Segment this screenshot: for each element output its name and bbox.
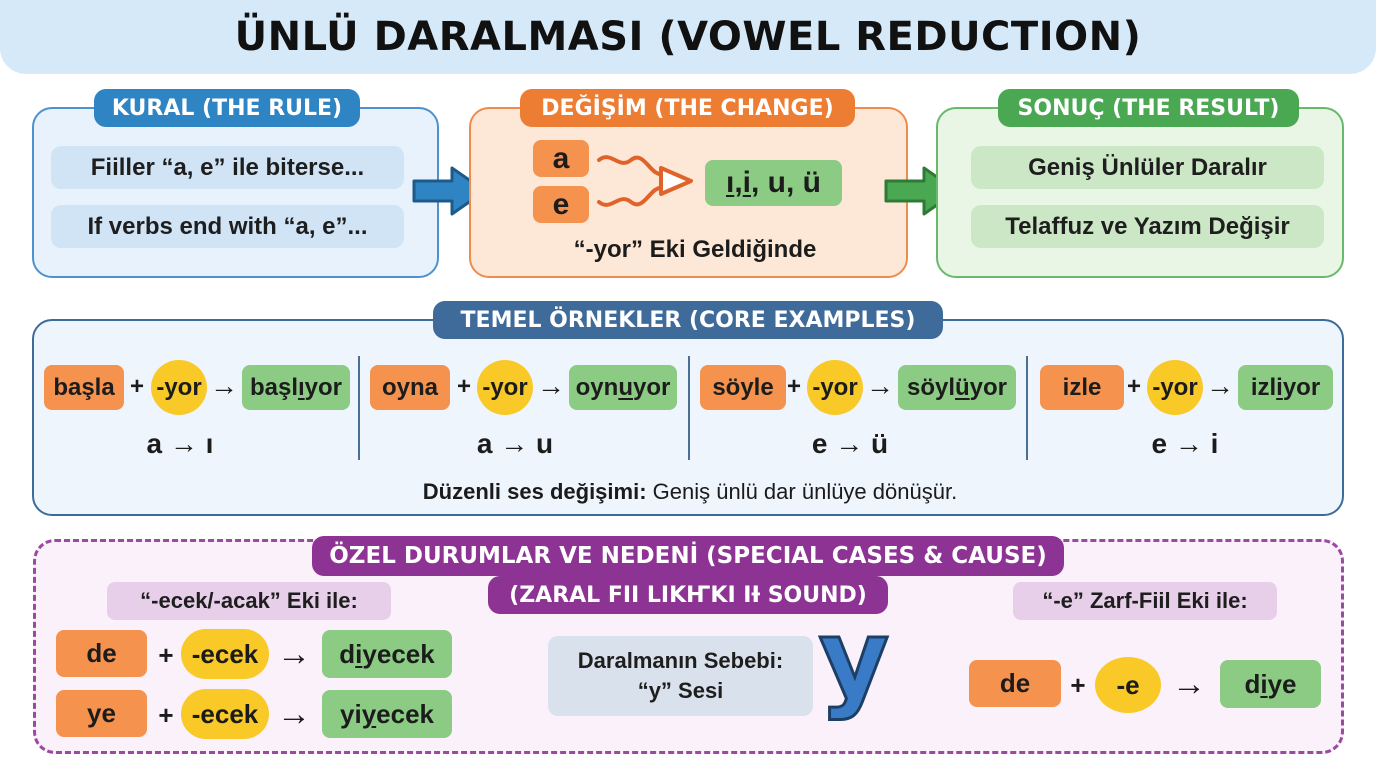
changed-vowel: ı [298,373,305,401]
word-part: yi [340,698,362,729]
word-part: yor [969,373,1008,401]
suffix-pill: -yor [807,360,863,415]
core-note: Düzenli ses değişimi: Geniş ünlü dar ünl… [280,476,1100,508]
verb-box: ye [56,690,147,737]
word-part: d [1244,668,1261,699]
divider-3 [1026,356,1028,460]
zarf-fiil-label: “-e” Zarf-Fiil Eki ile: [1013,582,1277,620]
arrow-icon: → [1172,664,1206,703]
word-part: izl [1250,373,1277,401]
rule-heading: KURAL (THE RULE) [94,89,360,127]
note-text: Geniş ünlü dar ünlüye dönüşür. [646,479,958,504]
result-line-2: Telaffuz ve Yazım Değişir [971,205,1324,248]
verb-box: izle [1040,365,1124,410]
cause-box: Daralmanın Sebebi: “y” Sesi [548,636,813,716]
vowel-i: i [742,166,752,199]
special-heading: ÖZEL DURUMLAR VE NEDENİ (SPECIAL CASES &… [312,536,1064,576]
rule-panel [32,107,439,278]
change-caption: “-yor” Eki Geldiğinde [573,236,817,263]
suffix-pill: -yor [1147,360,1203,415]
plus-sign: + [158,699,174,730]
word-part: başl [249,373,298,401]
special-subheading: (ZARAL FII LIKҤKI IƗ SOUND) [488,576,888,614]
plus-sign: + [1070,669,1086,700]
result-panel [936,107,1344,278]
suffix-pill: -e [1095,657,1161,713]
changed-vowel: i [355,638,363,669]
word-part: ye [1267,668,1297,699]
word-part: d [339,638,356,669]
vowel-e-box: e [533,186,589,223]
page-title: ÜNLÜ DARALMASI (VOWEL REDUCTION) [234,14,1142,60]
blue-arrow-icon [412,166,487,216]
suffix-pill: -ecek [181,629,269,679]
arrow-icon: → [277,634,311,673]
result-heading: SONUÇ (THE RESULT) [998,89,1299,127]
verb-box: oyna [370,365,450,410]
changed-vowel: i [1276,373,1283,401]
title-banner: ÜNLÜ DARALMASI (VOWEL REDUCTION) [0,0,1376,74]
arrow-icon: → [277,694,311,733]
arrow-icon: → [1206,370,1234,401]
suffix-pill: -ecek [181,689,269,739]
verb-box: de [969,660,1061,707]
arrow-icon: → [210,370,238,401]
plus-sign: + [456,373,471,400]
word-part: ecek [376,698,434,729]
vowel-rule: e → i [1151,428,1219,459]
vowel-rule: e → ü [811,428,889,459]
verb-box: söyle [700,365,786,410]
divider-2 [688,356,690,460]
suffix-pill: -yor [151,360,207,415]
word-part: söyl [906,373,955,401]
vowels-u-u: , u, ü [751,166,822,199]
y-letter-icon: y [817,597,890,722]
plus-sign: + [786,373,801,400]
rule-line-en: If verbs end with “a, e”... [51,205,404,248]
vowel-dotless-i: ı [725,166,735,199]
sep: , [734,166,743,199]
changed-vowel: u [618,373,633,401]
wavy-arrows-icon [597,155,693,207]
suffix-pill: -yor [477,360,533,415]
verb-box: de [56,630,147,677]
vowel-a-box: a [533,140,589,177]
cause-line-2: “y” Sesi [637,678,724,703]
result-line-1: Geniş Ünlüler Daralır [971,146,1324,189]
cause-line-1: Daralmanın Sebebi: [577,648,784,673]
narrow-vowels-box: ı, i, u, ü [705,160,842,206]
changed-vowel: ü [955,373,970,401]
change-heading: DEĞİŞİM (THE CHANGE) [520,89,855,127]
changed-vowel: i [1260,668,1268,699]
word-part: oyn [575,373,619,401]
plus-sign: + [1126,373,1141,400]
divider-1 [358,356,360,460]
vowel-rule: a → ı [146,428,214,459]
word-part: yor [632,373,671,401]
word-part: yecek [362,638,435,669]
plus-sign: + [158,639,174,670]
note-bold: Düzenli ses değişimi: [422,479,647,504]
vowel-rule: a → u [476,428,554,459]
ecek-label: “-ecek/-acak” Eki ile: [107,582,391,620]
rule-line-tr: Fiiller “a, e” ile biterse... [51,146,404,189]
plus-sign: + [129,373,144,400]
core-heading: TEMEL ÖRNEKLER (CORE EXAMPLES) [433,301,943,339]
word-part: yor [304,373,343,401]
word-part: yor [1282,373,1321,401]
arrow-icon: → [866,370,894,401]
changed-vowel: y [361,698,377,729]
verb-box: başla [44,365,124,410]
arrow-icon: → [537,370,565,401]
